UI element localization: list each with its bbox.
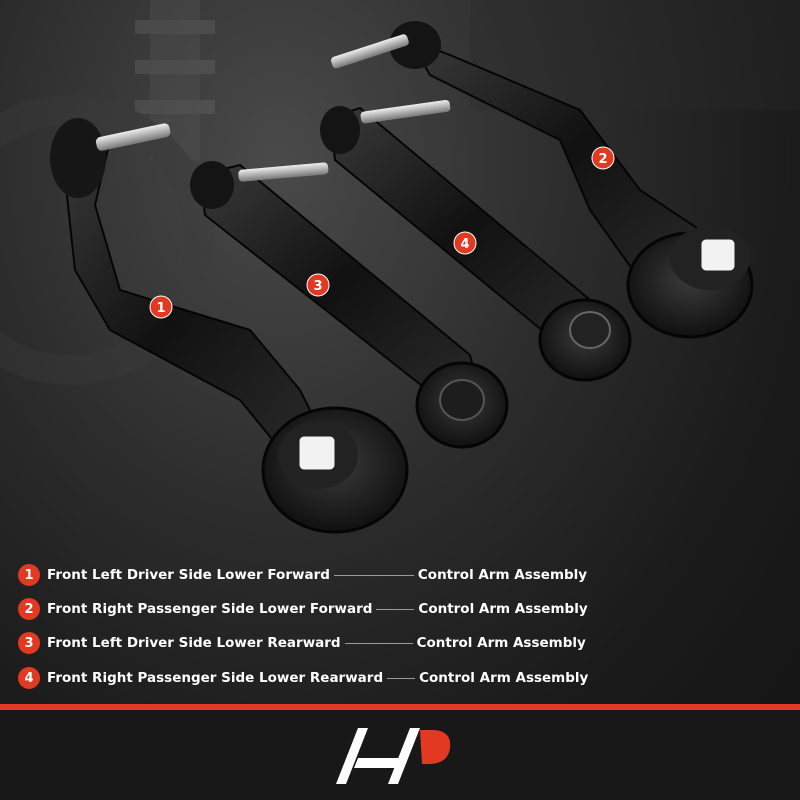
brand-logo-icon — [336, 728, 451, 784]
legend-number-1: 1 — [18, 564, 40, 586]
legend-divider — [376, 608, 415, 610]
control-arm-1 — [50, 118, 409, 534]
control-arm-4 — [320, 99, 632, 382]
legend-row-3: 3 Front Left Driver Side Lower Rearward … — [18, 631, 586, 655]
marker-2-label: 2 — [598, 152, 607, 167]
legend-number-3: 3 — [18, 632, 40, 654]
control-arms-photo: 1 2 3 4 — [0, 0, 754, 534]
legend-divider — [387, 677, 416, 679]
accent-bar — [0, 704, 800, 710]
legend-suffix-1: Control Arm Assembly — [417, 567, 588, 583]
legend-label-1: Front Left Driver Side Lower Forward — [47, 567, 330, 583]
legend-divider — [333, 574, 414, 576]
legend-label-3: Front Left Driver Side Lower Rearward — [47, 635, 341, 651]
marker-1: 1 — [149, 295, 173, 319]
legend-suffix-2: Control Arm Assembly — [418, 601, 588, 617]
legend-label-4: Front Right Passenger Side Lower Rearwar… — [47, 670, 384, 686]
footer — [0, 710, 800, 800]
marker-1-label: 1 — [156, 301, 165, 316]
marker-2: 2 — [591, 146, 615, 170]
legend-row-4: 4 Front Right Passenger Side Lower Rearw… — [18, 666, 588, 690]
legend-suffix-3: Control Arm Assembly — [416, 635, 586, 651]
marker-3-label: 3 — [313, 279, 322, 294]
legend-label-2: Front Right Passenger Side Lower Forward — [47, 601, 373, 617]
legend-row-2: 2 Front Right Passenger Side Lower Forwa… — [18, 597, 588, 621]
legend-number-4: 4 — [18, 667, 40, 689]
marker-4: 4 — [453, 231, 477, 255]
marker-4-label: 4 — [460, 237, 469, 252]
legend-number-2: 2 — [18, 598, 40, 620]
control-arm-3 — [190, 161, 509, 449]
control-arm-2 — [331, 21, 754, 339]
marker-3: 3 — [306, 273, 330, 297]
legend-divider — [344, 642, 413, 644]
legend-row-1: 1 Front Left Driver Side Lower Forward C… — [18, 563, 587, 587]
legend-suffix-4: Control Arm Assembly — [419, 670, 589, 686]
